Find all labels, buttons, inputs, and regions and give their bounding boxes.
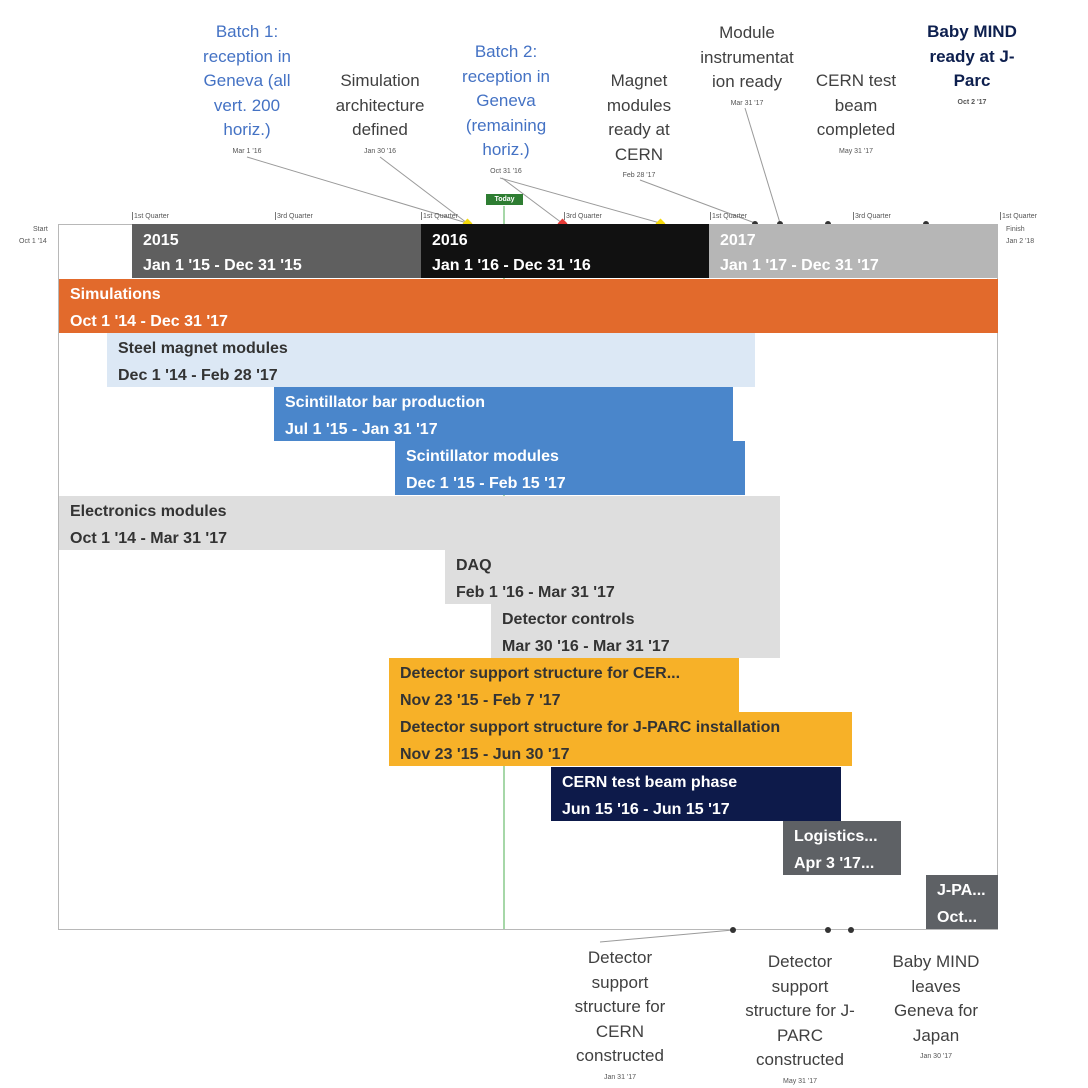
milestone-marker-dot [825, 927, 831, 933]
quarter-tick: 3rd Quarter [853, 212, 891, 220]
quarter-tick: 1st Quarter [420, 212, 459, 220]
timescale-finish-date: Jan 2 '18 [1006, 238, 1035, 245]
year-2016: 2016 Jan 1 '16 - Dec 31 '16 [421, 224, 709, 278]
task-logistics[interactable]: Logistics...Apr 3 '17... [783, 821, 901, 875]
milestone-baby-mind-ready: Baby MIND ready at J-Parc Oct 2 '17 [927, 22, 1017, 106]
task-support-structure-jparc[interactable]: Detector support structure for J-PARC in… [389, 712, 852, 766]
quarter-tick: 1st Quarter [999, 212, 1038, 220]
task-support-structure-cern[interactable]: Detector support structure for CER...Nov… [389, 658, 739, 712]
milestone-batch2: Batch 2: reception in Geneva (remaining … [462, 42, 550, 175]
milestone-batch1: Batch 1: reception in Geneva (all vert. … [203, 22, 291, 155]
milestone-marker-dot [848, 927, 854, 933]
milestone-module-instrumentation: Module instrumentat ion ready Mar 31 '17 [700, 23, 794, 107]
milestone-cern-test-beam: CERN test beam completed May 31 '17 [815, 71, 897, 155]
milestone-baby-mind-leaves: Baby MIND leaves Geneva for Japan Jan 30… [892, 952, 980, 1060]
today-marker: Today [486, 194, 523, 205]
quarter-tick: 3rd Quarter [275, 212, 313, 220]
milestone-marker-dot [730, 927, 736, 933]
milestone-support-cern-constructed: Detector support structure for CERN cons… [574, 948, 666, 1081]
task-jparc[interactable]: J-PA...Oct... [926, 875, 998, 929]
milestone-simulation-architecture: Simulation architecture defined Jan 30 '… [335, 71, 425, 155]
quarter-tick: 3rd Quarter [564, 212, 602, 220]
timescale-finish: Finish [1006, 226, 1025, 233]
quarter-tick: 1st Quarter [131, 212, 170, 220]
timescale-start: Start [33, 226, 48, 233]
timescale-start-date: Oct 1 '14 [19, 238, 47, 245]
milestone-support-jparc-constructed: Detector support structure for J-PARC co… [745, 952, 855, 1085]
quarter-tick: 1st Quarter [709, 212, 748, 220]
year-2017: 2017 Jan 1 '17 - Dec 31 '17 [709, 224, 998, 278]
milestone-magnet-modules: Magnet modules ready at CERN Feb 28 '17 [606, 71, 672, 179]
year-2015: 2015 Jan 1 '15 - Dec 31 '15 [132, 224, 421, 278]
